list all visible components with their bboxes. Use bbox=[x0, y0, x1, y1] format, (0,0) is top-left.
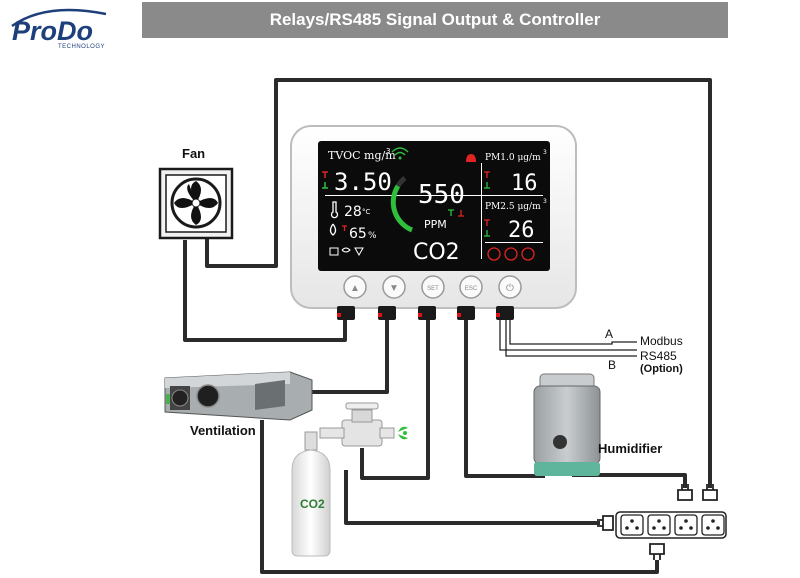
wire-ventilation bbox=[310, 318, 389, 394]
button-up[interactable] bbox=[343, 275, 367, 299]
thermometer-icon bbox=[330, 201, 339, 219]
wire-ventilation-power bbox=[260, 420, 659, 574]
rs485-label: RS485 bbox=[640, 349, 677, 363]
pm25-sup: 3 bbox=[543, 198, 547, 205]
wires bbox=[183, 78, 712, 574]
alarm-bell-icon bbox=[466, 154, 476, 162]
tvoc-sup: 3 bbox=[386, 147, 390, 155]
button-up-label: ▲ bbox=[350, 283, 360, 294]
temperature-unit: °C bbox=[362, 208, 371, 216]
pm25-value: 26 bbox=[508, 218, 535, 243]
wifi-icon bbox=[391, 147, 409, 156]
co2-label: CO2 bbox=[413, 240, 460, 265]
ventilation-label: Ventilation bbox=[190, 423, 256, 438]
temperature-value: 28 bbox=[344, 204, 362, 220]
device-buttons bbox=[343, 275, 522, 299]
pm25-label: PM2.5 μg/m bbox=[485, 202, 541, 212]
wire-b-label: B bbox=[608, 358, 617, 372]
fan-label: Fan bbox=[182, 146, 206, 161]
wire-humidifier-power bbox=[572, 473, 687, 488]
pm-status-icons bbox=[487, 247, 535, 261]
button-set[interactable] bbox=[421, 275, 445, 299]
modbus-label: Modbus bbox=[640, 334, 683, 348]
option-label: (Option) bbox=[640, 363, 683, 375]
fan-icon bbox=[174, 181, 218, 225]
humidity-value: 65 bbox=[349, 226, 367, 242]
button-set-label: SET bbox=[427, 286, 439, 292]
co2-bottle-label: CO2 bbox=[300, 497, 325, 511]
pm10-label: PM1.0 μg/m bbox=[485, 153, 541, 163]
co2-gauge bbox=[390, 184, 414, 233]
co2-bottle bbox=[291, 431, 331, 557]
gas-flow-icon bbox=[398, 426, 408, 440]
humidity-unit: % bbox=[368, 231, 377, 241]
wire-co2-power bbox=[344, 470, 600, 525]
humidity-icon bbox=[329, 223, 337, 236]
button-down-label: ▼ bbox=[389, 283, 399, 294]
prodo-logo: ProDo TECHNOLOGY bbox=[11, 8, 107, 50]
page-title: Relays/RS485 Signal Output & Controller bbox=[142, 2, 728, 38]
relay-status-icons bbox=[329, 247, 364, 257]
plug-icon bbox=[649, 543, 665, 560]
wire-co2-valve bbox=[360, 318, 430, 480]
wire-top-loop bbox=[205, 78, 712, 488]
wire-fan-relay bbox=[183, 240, 347, 342]
logo-text: ProDo bbox=[12, 16, 93, 46]
fan bbox=[158, 167, 234, 240]
ventilation-unit bbox=[164, 371, 313, 421]
wire-humidifier-relay bbox=[464, 318, 545, 478]
wire-a-label: A bbox=[605, 327, 614, 341]
power-strip bbox=[615, 511, 727, 539]
connector-red-marks bbox=[337, 313, 500, 317]
tvoc-label: TVOC mg/m bbox=[328, 149, 396, 162]
relay-connectors bbox=[337, 306, 514, 320]
tvoc-alarm-icons bbox=[322, 171, 328, 178]
rs485-wires bbox=[499, 318, 637, 357]
plug-icon bbox=[597, 515, 614, 531]
button-power-label: ⏻ bbox=[506, 283, 514, 294]
pm10-sup: 3 bbox=[543, 149, 547, 156]
co2-value: 550 bbox=[418, 180, 465, 210]
controller-device: ▲ ▼ SET ESC ⏻ TVOC mg/m 3 3.50 28 °C 65 … bbox=[290, 125, 577, 320]
logo-tagline: TECHNOLOGY bbox=[58, 44, 105, 50]
button-esc-label: ESC bbox=[465, 286, 478, 292]
button-esc[interactable] bbox=[459, 275, 483, 299]
plug-icon bbox=[677, 484, 693, 501]
button-down[interactable] bbox=[382, 275, 406, 299]
plug-icons bbox=[597, 484, 718, 560]
pm10-value: 16 bbox=[511, 171, 538, 196]
plug-icon bbox=[702, 484, 718, 501]
button-power[interactable] bbox=[498, 275, 522, 299]
co2-unit: PPM bbox=[424, 218, 447, 231]
tvoc-value: 3.50 bbox=[334, 168, 392, 196]
co2-valve bbox=[319, 402, 408, 447]
humidifier bbox=[533, 373, 601, 476]
humidifier-label: Humidifier bbox=[598, 441, 663, 456]
